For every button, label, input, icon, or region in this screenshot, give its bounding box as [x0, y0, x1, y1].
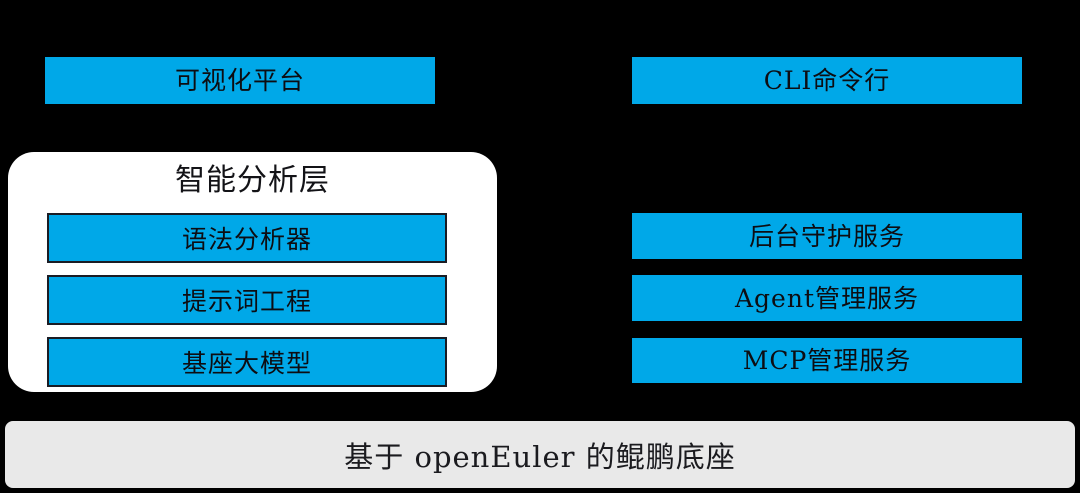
- box-background-daemon-service[interactable]: 后台守护服务: [632, 213, 1022, 259]
- foundation-bar[interactable]: 基于 openEuler 的鲲鹏底座: [5, 421, 1075, 488]
- box-cli-command-line-label: CLI命令行: [763, 66, 891, 95]
- box-mcp-management-service[interactable]: MCP管理服务: [632, 338, 1022, 383]
- foundation-bar-label: 基于 openEuler 的鲲鹏底座: [344, 439, 736, 474]
- box-syntax-analyzer[interactable]: 语法分析器: [47, 213, 447, 263]
- box-prompt-engineering-label: 提示词工程: [181, 287, 312, 316]
- box-visualization-platform[interactable]: 可视化平台: [45, 57, 435, 104]
- box-mcp-management-service-label: MCP管理服务: [742, 346, 912, 375]
- box-agent-management-service[interactable]: Agent管理服务: [632, 275, 1022, 321]
- box-agent-management-service-label: Agent管理服务: [734, 283, 919, 313]
- analysis-layer-panel: 智能分析层 语法分析器 提示词工程 基座大模型: [8, 152, 497, 392]
- box-foundation-model-label: 基座大模型: [181, 349, 312, 378]
- box-foundation-model[interactable]: 基座大模型: [47, 337, 447, 387]
- box-background-daemon-service-label: 后台守护服务: [748, 221, 905, 251]
- box-syntax-analyzer-label: 语法分析器: [181, 225, 312, 254]
- box-cli-command-line[interactable]: CLI命令行: [632, 57, 1022, 104]
- analysis-layer-panel-title: 智能分析层: [175, 163, 330, 198]
- box-prompt-engineering[interactable]: 提示词工程: [47, 275, 447, 325]
- box-visualization-platform-label: 可视化平台: [174, 66, 305, 95]
